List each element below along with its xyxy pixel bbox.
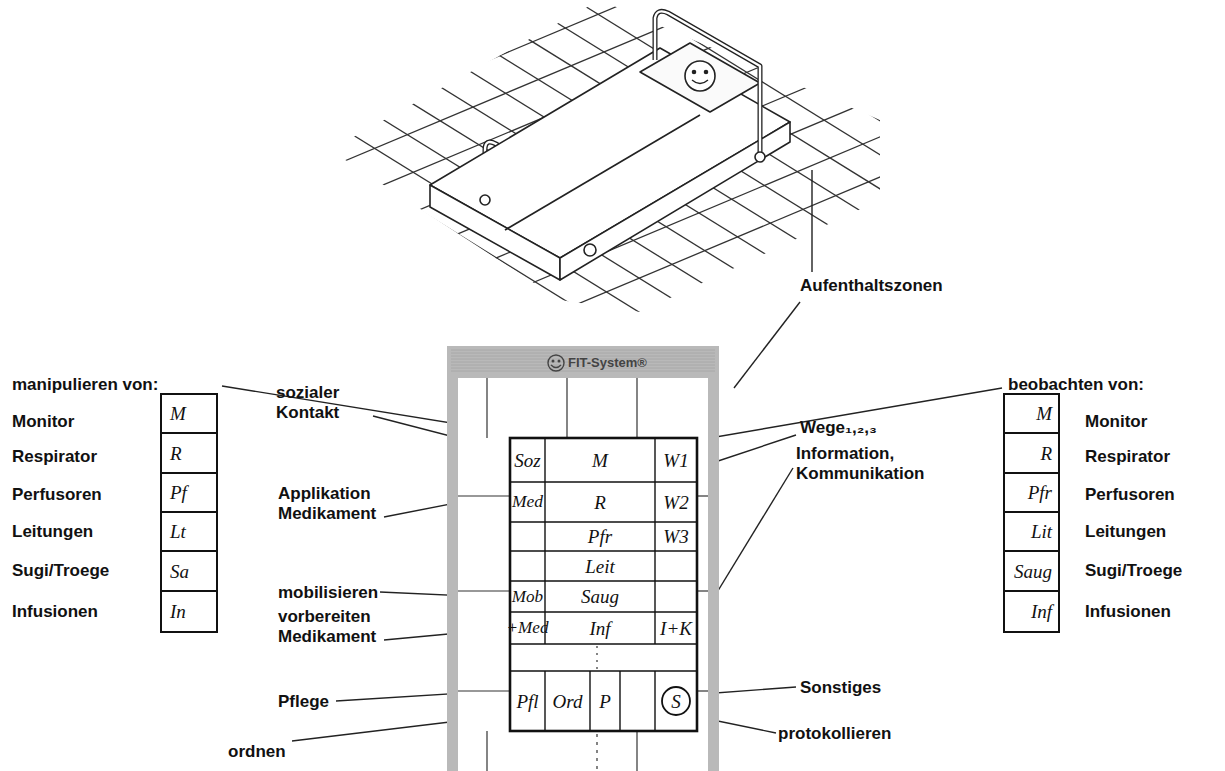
annotation-label: sozialer Kontakt: [276, 383, 371, 422]
annotation-label: Perfusoren: [1085, 485, 1220, 505]
cell-text: Saug: [581, 587, 619, 606]
cell-text: Soz: [514, 451, 540, 470]
cell-text: I+K: [660, 619, 692, 638]
cell-text: Lt: [170, 522, 186, 541]
cell-text: Lit: [1031, 522, 1052, 541]
card-cell: Med: [510, 482, 545, 522]
cell-text: Ord: [553, 692, 583, 711]
card-cell: S: [655, 671, 697, 731]
strip-cell: Saug: [1003, 550, 1060, 592]
cell-text: Pfr: [1028, 483, 1052, 502]
cell-text: P: [599, 692, 611, 711]
annotation-label: Leitungen: [12, 522, 152, 542]
cell-text: W2: [663, 493, 688, 512]
cell-text: S: [671, 692, 681, 711]
card-cell: P: [590, 671, 620, 731]
cell-text: Pf: [170, 483, 187, 502]
card-cell: R: [545, 482, 655, 522]
annotation-label: Sugi/Troege: [12, 561, 152, 581]
annotation-label: manipulieren von:: [12, 375, 222, 395]
card-cell: I+K: [655, 612, 697, 644]
cell-text: W1: [663, 451, 688, 470]
cell-text: W3: [663, 527, 688, 546]
strip-cell: M: [160, 393, 218, 434]
cell-text: M: [170, 404, 186, 423]
fit-card: FIT-System® Soz M W1Med R W2Pfr W3LeitMob Saug +…: [447, 346, 719, 771]
cell-text: Saug: [1014, 562, 1052, 581]
annotation-label: Applikation Medikament: [278, 484, 388, 523]
annotation-label: Respirator: [1085, 447, 1220, 467]
card-cell: Leit: [545, 551, 655, 581]
card-cell: W2: [655, 482, 697, 522]
cell-text: Inf: [589, 619, 610, 638]
cell-text: Sa: [170, 562, 189, 581]
floor-grid: [0, 0, 1225, 668]
card-cell: +Med: [510, 612, 545, 644]
strip-cell: Lt: [160, 511, 218, 552]
card-cell: M: [545, 438, 655, 482]
leader-line: [734, 302, 800, 388]
strip-cell: M: [1003, 393, 1060, 434]
annotation-label: Respirator: [12, 447, 152, 467]
annotation-label: Information, Kommunikation: [796, 444, 946, 483]
bed-sketch: [430, 11, 790, 280]
card-cell: Mob: [510, 581, 545, 612]
annotation-label: protokollieren: [778, 724, 908, 744]
card-cell: W1: [655, 438, 697, 482]
strip-cell: Pfr: [1003, 472, 1060, 513]
strip-cell: Pf: [160, 472, 218, 513]
card-cell: Ord: [545, 671, 590, 731]
cell-text: Pfr: [588, 527, 612, 546]
annotation-label: Sonstiges: [800, 678, 910, 698]
card-cell: Soz: [510, 438, 545, 482]
annotation-label: Monitor: [12, 412, 152, 432]
card-cell: W3: [655, 522, 697, 551]
annotation-label: Perfusoren: [12, 485, 152, 505]
card-title: FIT-System®: [568, 355, 647, 370]
leader-line: [811, 170, 812, 272]
strip-cell: Inf: [1003, 590, 1060, 633]
annotation-label: Monitor: [1085, 412, 1220, 432]
cell-text: M: [592, 451, 608, 470]
annotation-label: Aufenthaltszonen: [800, 276, 970, 296]
strip-cell: Lit: [1003, 511, 1060, 552]
annotation-label: Sugi/Troege: [1085, 561, 1220, 581]
annotation-label: Infusionen: [12, 602, 152, 622]
cell-text: R: [594, 493, 606, 512]
annotation-label: Infusionen: [1085, 602, 1220, 622]
annotation-label: Pflege: [278, 692, 338, 712]
strip-cell: In: [160, 590, 218, 633]
cell-text: R: [170, 444, 182, 463]
cell-text: M: [1036, 404, 1052, 423]
cell-text: +Med: [507, 619, 549, 636]
card-cell: Pfr: [545, 522, 655, 551]
annotation-label: mobilisieren: [278, 583, 388, 603]
card-cell: Saug: [545, 581, 655, 612]
annotation-label: Wege₁,₂,₃: [800, 418, 920, 438]
annotation-label: ordnen: [228, 742, 298, 762]
cell-text: Med: [512, 493, 543, 510]
cell-text: R: [1040, 444, 1052, 463]
strip-cell: Sa: [160, 550, 218, 592]
card-cell: Inf: [545, 612, 655, 644]
annotation-label: Leitungen: [1085, 522, 1220, 542]
cell-text: Inf: [1031, 602, 1052, 621]
cell-text: Mob: [512, 588, 543, 605]
strip-cell: R: [1003, 432, 1060, 474]
strip-cell: R: [160, 432, 218, 474]
cell-text: In: [170, 602, 186, 621]
card-cell: Pfl: [510, 671, 545, 731]
cell-text: Pfl: [516, 692, 538, 711]
annotation-label: beobachten von:: [1008, 375, 1218, 395]
annotation-label: vorbereiten Medikament: [278, 607, 388, 646]
cell-text: Leit: [585, 557, 615, 576]
